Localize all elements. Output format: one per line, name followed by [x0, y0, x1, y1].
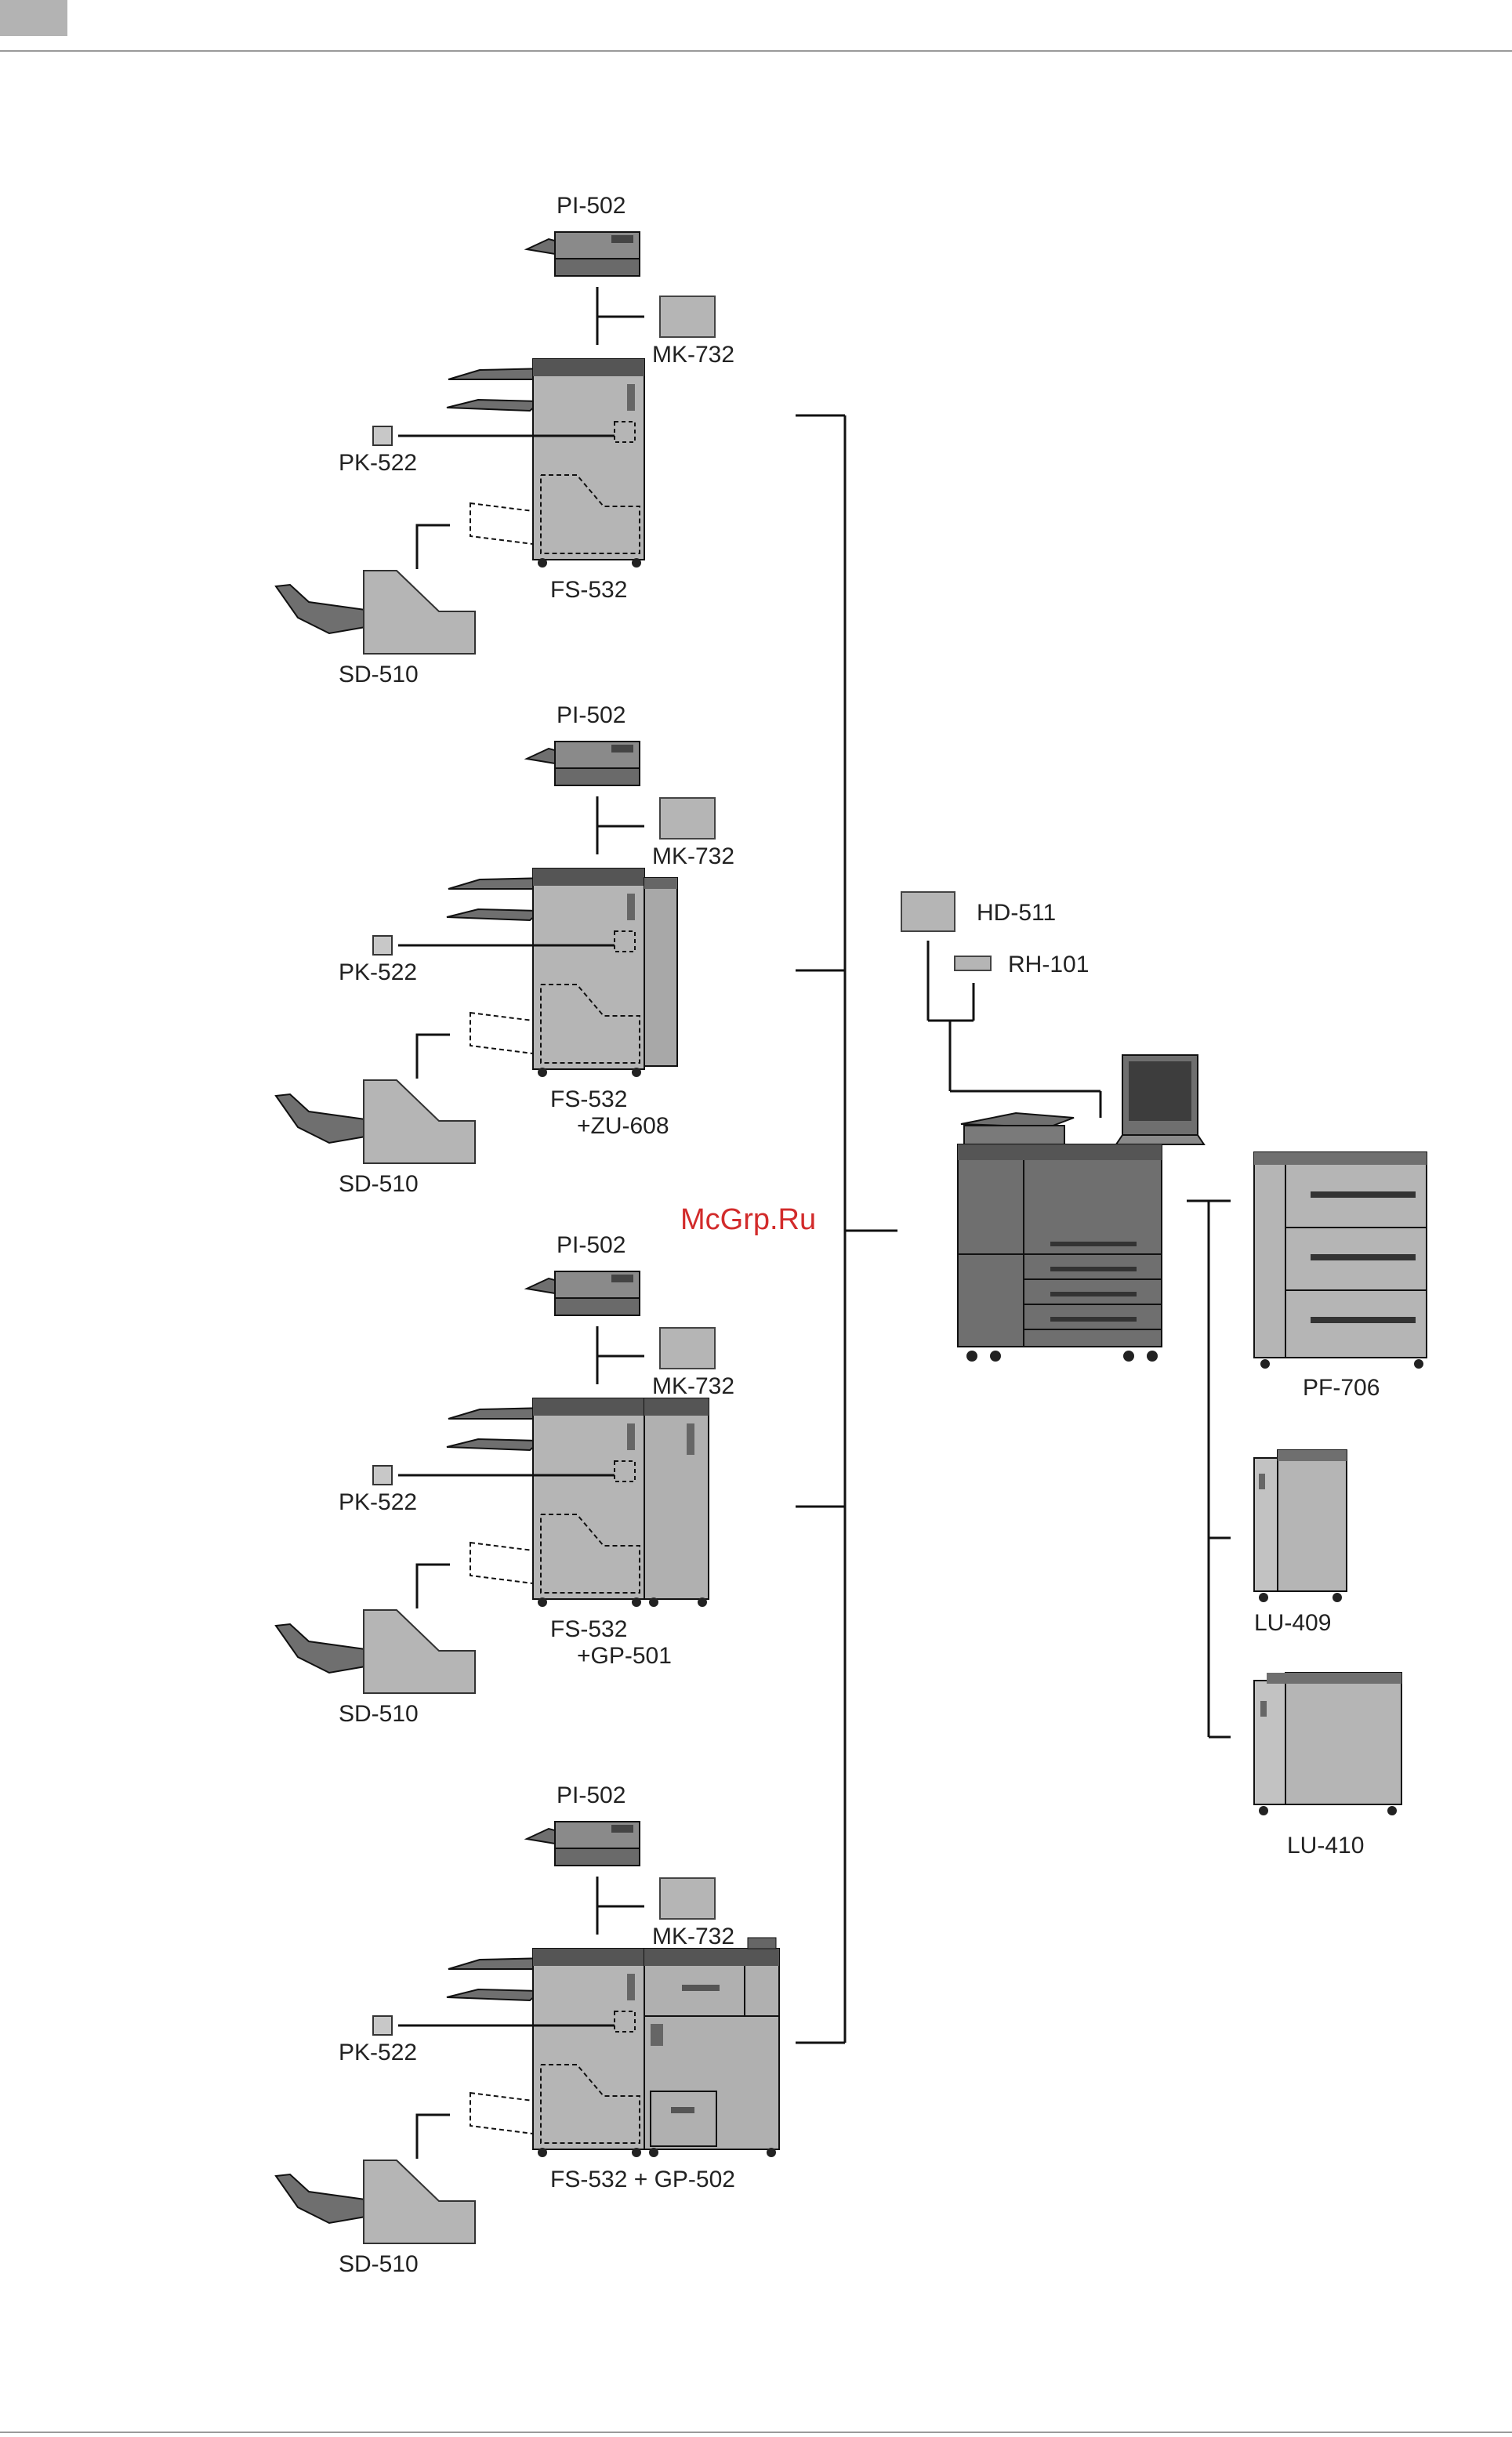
- mk-732-box: [660, 296, 715, 337]
- label-gp-501: +GP-501: [577, 1643, 672, 1669]
- label-fs-532: FS-532: [550, 1086, 627, 1112]
- rh-101-box: [955, 956, 991, 970]
- finisher-group-2: PI-502 MK-732 PK-522 FS-532 +ZU-608: [276, 702, 734, 1197]
- label-pi-502: PI-502: [557, 702, 625, 728]
- footer-rule: [0, 2432, 1512, 2433]
- label-mk-732: MK-732: [652, 843, 734, 869]
- inserter-pi-502: [527, 232, 640, 276]
- label-mk-732: MK-732: [652, 1373, 734, 1399]
- finisher-fs-532: [447, 359, 644, 568]
- label-lu-410: LU-410: [1287, 1833, 1364, 1859]
- feeder-lu-409: [1254, 1450, 1347, 1602]
- label-pk-522: PK-522: [339, 959, 417, 985]
- label-fs-532: FS-532: [550, 577, 627, 603]
- saddle-sd-510: [276, 571, 475, 654]
- feeder-pf-706: [1254, 1152, 1427, 1369]
- finisher-group-1: PI-502 MK-732 PK-522 FS-532 SD-510: [276, 193, 734, 687]
- pk-522-box: [373, 426, 392, 445]
- label-fs-532: FS-532: [550, 1616, 627, 1642]
- label-lu-409: LU-409: [1254, 1610, 1331, 1636]
- hd-511-box: [901, 892, 955, 931]
- label-pk-522: PK-522: [339, 450, 417, 476]
- finisher-group-3: PI-502 MK-732 PK-522 FS-532 +G: [276, 1232, 734, 1727]
- label-sd-510: SD-510: [339, 1171, 419, 1197]
- label-rh-101: RH-101: [1008, 952, 1089, 977]
- label-mk-732: MK-732: [652, 342, 734, 368]
- label-sd-510: SD-510: [339, 662, 419, 687]
- label-hd-511: HD-511: [977, 900, 1056, 926]
- label-fs-532-gp-502: FS-532 + GP-502: [550, 2167, 735, 2192]
- finisher-group-4: PI-502 MK-732: [276, 1782, 779, 2277]
- label-pi-502: PI-502: [557, 1782, 625, 1808]
- label-pi-502: PI-502: [557, 1232, 625, 1258]
- watermark: McGrp.Ru: [680, 1203, 816, 1236]
- label-zu-608: +ZU-608: [577, 1113, 669, 1139]
- label-pf-706: PF-706: [1303, 1375, 1380, 1401]
- main-unit: [958, 1055, 1204, 1362]
- label-mk-732: MK-732: [652, 1924, 734, 1949]
- label-sd-510: SD-510: [339, 2251, 419, 2277]
- label-sd-510: SD-510: [339, 1701, 419, 1727]
- feeder-lu-410: [1254, 1673, 1401, 1815]
- label-pk-522: PK-522: [339, 2040, 417, 2065]
- label-pi-502: PI-502: [557, 193, 625, 219]
- label-pk-522: PK-522: [339, 1489, 417, 1515]
